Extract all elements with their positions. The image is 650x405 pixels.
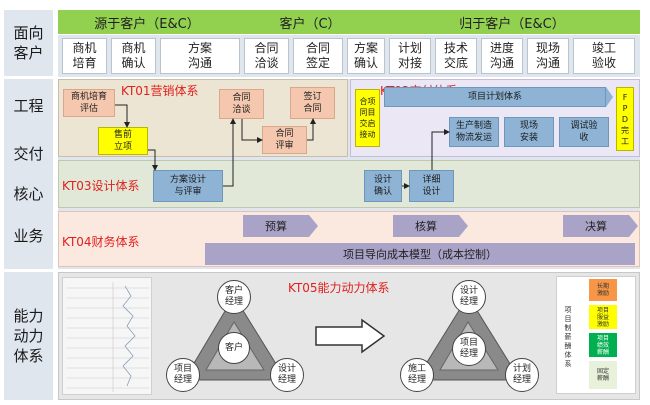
kt04-final-accounts: 决算 — [563, 215, 629, 237]
touchpoint-cell: 合同 洽谈 — [244, 38, 289, 74]
right-top-circle: 设计 经理 — [452, 280, 486, 314]
final-arrow-tip — [629, 215, 638, 237]
kt01-opportunity-eval: 商机培育 评估 — [63, 89, 115, 117]
kt02-fpd-complete: F P D 完 工 — [616, 87, 634, 151]
touchpoint-cell: 现场 沟通 — [527, 38, 569, 74]
label-delivery: 交付 — [13, 144, 44, 163]
kt04-title: KT04财务体系 — [62, 235, 140, 249]
touchpoint-cell: 竣工 验收 — [573, 38, 635, 74]
arrow-eval-to-presale — [115, 104, 130, 128]
kt02-contract-handover: 合项 同目 交启 接动 — [355, 89, 380, 147]
kt04-budget: 预算 — [243, 215, 309, 237]
left-br-circle: 设计 经理 — [270, 358, 304, 392]
arrow-negotiation-to-review — [241, 119, 263, 143]
incentive-panel: 项 目 制 薪 酬 体 系 长期 激励 项目 服益 激励 项目 绩效 薪酬 固定… — [556, 276, 636, 394]
kt03-detailed-design: 详细 设计 — [409, 170, 454, 202]
arrow-presale-to-design — [148, 149, 158, 171]
label-eng: 工程 — [13, 96, 44, 115]
left-top-circle: 客户 经理 — [217, 280, 251, 314]
incentive-fixed-pay: 固定 薪酬 — [589, 361, 617, 389]
kt01-title: KT01营销体系 — [121, 84, 199, 98]
incentive-label: 项 目 制 薪 酬 体 系 — [564, 305, 572, 368]
kt02-production-logistics: 生产制造 物流发运 — [449, 117, 499, 147]
left-center-circle: 客户 — [218, 332, 250, 364]
verify-arrow-tip — [459, 215, 468, 237]
transition-arrow-icon — [315, 318, 386, 354]
touchpoint-cell: 进度 沟通 — [481, 38, 523, 74]
phase-return: 归于客户（E&C） — [459, 16, 565, 32]
kt02-site-install: 现场 安装 — [504, 117, 554, 147]
kt03-design-confirm: 设计 确认 — [364, 170, 402, 202]
touchpoint-cell: 方案 确认 — [347, 38, 385, 74]
customer-touchpoints-row: 商机 培育 商机 确认 方案 沟通 合同 洽谈 合同 签定 方案 确认 计划 对… — [58, 35, 640, 77]
kt03-scheme-design: 方案设计 与评审 — [153, 170, 223, 202]
kt01-presale-project: 售前 立项 — [98, 127, 148, 155]
kt05-title: KT05能力动力体系 — [288, 281, 390, 295]
arrow-review-to-sign — [307, 118, 316, 141]
incentive-performance-pay: 项目 绩效 薪酬 — [589, 333, 617, 357]
touchpoint-cell: 方案 沟通 — [160, 38, 240, 74]
right-br-circle: 计划 经理 — [505, 358, 539, 392]
left-bl-circle: 项目 经理 — [166, 358, 200, 392]
kt01-sign-contract: 签订 合同 — [290, 87, 335, 119]
touchpoint-cell: 计划 对接 — [389, 38, 431, 74]
arrow-detail-to-production — [431, 129, 450, 170]
label-engineering-delivery: 工程 交付 核心 业务 — [4, 79, 53, 269]
plan-arrow-tip — [606, 87, 613, 107]
incentive-long-term: 长期 激励 — [589, 279, 617, 301]
customer-phase-bar: 源于客户（E&C） 客户（C） 归于客户（E&C） — [58, 10, 640, 34]
performance-chart-thumbnail — [62, 277, 152, 395]
right-bl-circle: 施工 经理 — [400, 358, 434, 392]
touchpoint-cell: 合同 签定 — [293, 38, 343, 74]
phase-customer: 客户（C） — [279, 16, 341, 32]
right-center-circle: 项目 经理 — [452, 332, 486, 366]
kt02-commissioning: 调试验 收 — [559, 117, 609, 147]
label-face-customer: 面向 客户 — [4, 10, 53, 76]
budget-arrow-tip — [309, 215, 318, 237]
kt02-project-plan: 项目计划体系 — [384, 87, 606, 107]
kt04-cost-model: 项目导向成本模型（成本控制） — [205, 243, 635, 265]
touchpoint-cell: 商机 培育 — [62, 38, 107, 74]
kt01-contract-review: 合同 评审 — [262, 126, 307, 154]
thumbnail-lines-icon — [67, 282, 149, 392]
phase-source: 源于客户（E&C） — [94, 16, 200, 32]
kt04-accounting: 核算 — [393, 215, 459, 237]
arrow-design-to-negotiation — [223, 118, 236, 187]
incentive-project-benefit: 项目 服益 激励 — [589, 305, 617, 329]
kt01-contract-negotiation: 合同 洽谈 — [219, 89, 264, 119]
label-biz: 业务 — [13, 226, 44, 245]
touchpoint-cell: 商机 确认 — [111, 38, 156, 74]
label-core: 核心 — [13, 184, 44, 203]
touchpoint-cell: 技术 交底 — [435, 38, 477, 74]
kt03-title: KT03设计体系 — [62, 179, 140, 193]
cropped-title — [95, 0, 285, 4]
label-capability: 能力 动力 体系 — [4, 272, 53, 400]
